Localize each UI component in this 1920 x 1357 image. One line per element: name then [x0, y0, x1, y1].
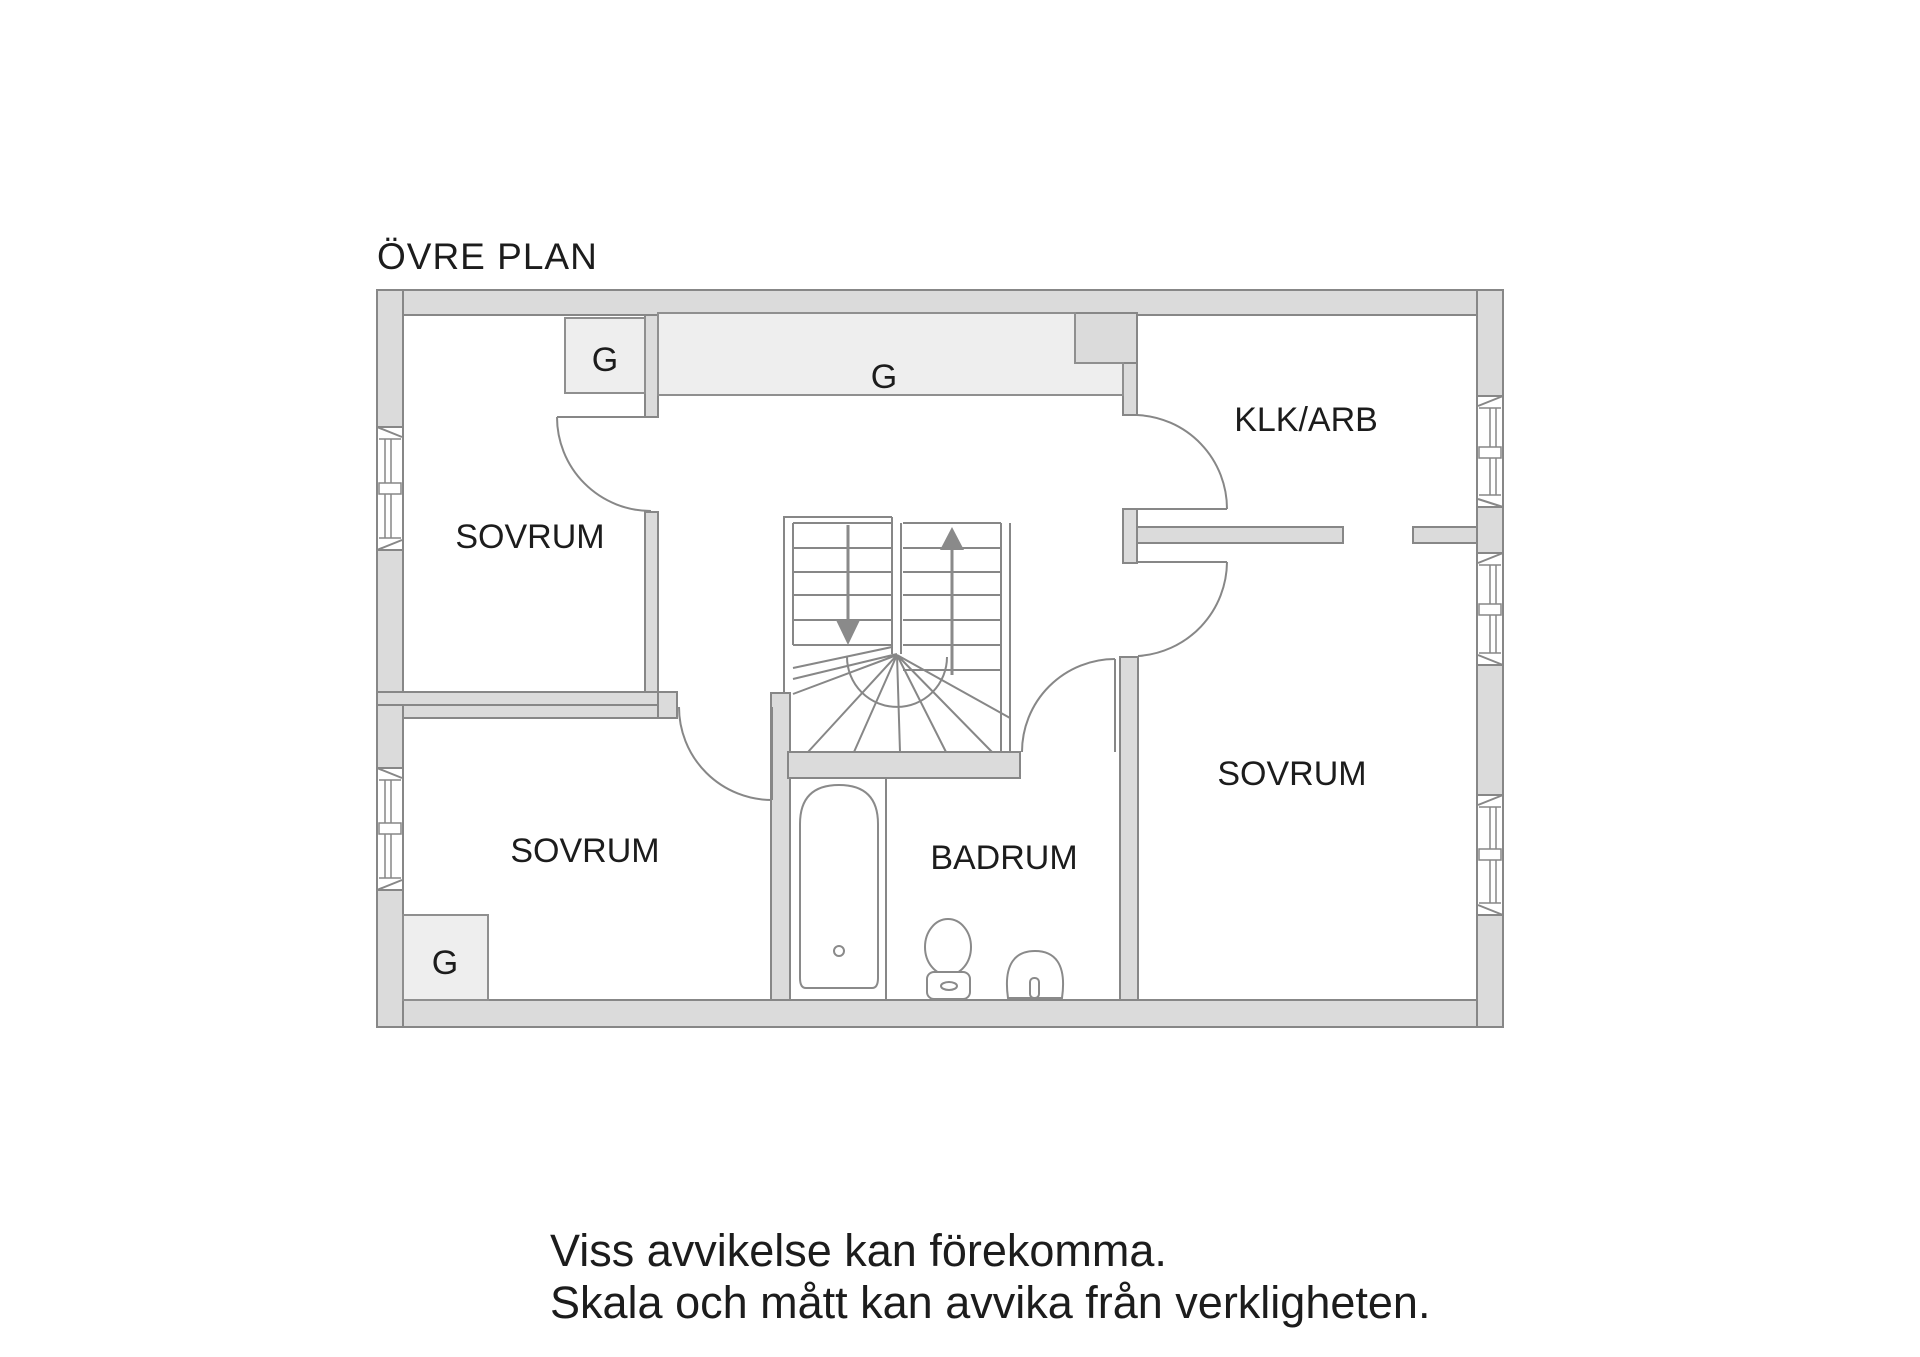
outer-walls: [376, 289, 1504, 1028]
window-left-1: [376, 426, 404, 551]
room-label-bedroom-bottom-left: SOVRUM: [510, 832, 659, 870]
toilet: [924, 918, 972, 1000]
closet-label-top-center: G: [871, 358, 897, 396]
sink-tap: [1029, 977, 1040, 999]
wall-left-bedroom-lower: [644, 511, 659, 706]
wall-left-lower: [376, 889, 404, 1028]
window-left-2: [376, 767, 404, 891]
stair-outline: [783, 516, 892, 692]
bathroom-fixtures: [799, 778, 1065, 1000]
door-bathroom: [1021, 658, 1116, 753]
wall-stub-between-doors: [1122, 508, 1138, 564]
wall-left-middle: [376, 549, 404, 769]
closets: [402, 312, 1124, 1001]
room-label-bedroom-right: SOVRUM: [1217, 755, 1366, 793]
wall-door-stub-bottom-bedroom: [657, 691, 678, 719]
door-klk-arb: [1136, 414, 1229, 510]
wall-top: [376, 289, 1504, 316]
plan-title: ÖVRE PLAN: [377, 236, 598, 277]
window-right-1: [1476, 395, 1504, 508]
window-right-3: [1476, 794, 1504, 916]
wall-between-left-bedrooms-a: [376, 691, 659, 706]
disclaimer-line-1: Viss avvikelse kan förekomma.: [550, 1225, 1167, 1276]
stair-walk-line-arc: [846, 656, 948, 708]
room-label-bathroom: BADRUM: [930, 839, 1077, 877]
closet-bottom-left: [402, 914, 489, 1001]
sink: [1005, 949, 1065, 999]
toilet-button: [940, 981, 958, 991]
disclaimer-line-2: Skala och mått kan avvika från verklighe…: [550, 1277, 1430, 1328]
wall-bathroom-right: [1119, 656, 1139, 1001]
bathtub: [799, 783, 879, 989]
wall-klk-south-right: [1412, 526, 1478, 544]
wall-between-left-bedrooms-b: [402, 704, 678, 719]
closet-top-center: [657, 312, 1124, 396]
stairs-down-arrow: [836, 525, 860, 645]
closet-label-top-left: G: [592, 341, 618, 379]
stair-center-divider: [891, 517, 902, 654]
wall-left-upper: [376, 289, 404, 428]
wall-bathroom-left: [770, 692, 791, 1001]
door-bedroom-right: [1137, 561, 1228, 657]
room-label-klk-arb: KLK/ARB: [1234, 401, 1378, 439]
door-bedroom-top-left: [556, 416, 652, 512]
closet-top-left: [564, 317, 646, 394]
stair-treads-left-flight: [792, 522, 892, 646]
wall-bottom: [376, 999, 1504, 1028]
wall-left-bedroom-upper-stub: [644, 314, 659, 418]
wall-stub-klk-door-top: [1122, 362, 1138, 416]
bathtub-drain: [833, 945, 845, 957]
wall-bathroom-top: [787, 751, 1021, 779]
staircase: [783, 516, 1011, 753]
wall-block-top-landing: [1074, 312, 1138, 364]
room-labels: SOVRUM SOVRUM SOVRUM KLK/ARB BADRUM G G …: [432, 341, 1378, 982]
wall-klk-south-left: [1136, 526, 1344, 544]
wall-right-upper: [1476, 289, 1504, 397]
windows: [376, 395, 1504, 916]
door-bedroom-bottom-left: [678, 706, 773, 801]
wall-right-lower: [1476, 914, 1504, 1028]
closet-label-bottom-left: G: [432, 944, 458, 982]
window-right-2: [1476, 552, 1504, 666]
disclaimer: Viss avvikelse kan förekomma. Skala och …: [550, 1225, 1430, 1328]
stairs-up-arrow: [940, 527, 964, 675]
wall-right-pier1: [1476, 506, 1504, 554]
doors: [556, 414, 1229, 801]
room-label-bedroom-top-left: SOVRUM: [455, 518, 604, 556]
wall-right-pier2: [1476, 664, 1504, 796]
stair-winder-treads: [792, 646, 1011, 753]
